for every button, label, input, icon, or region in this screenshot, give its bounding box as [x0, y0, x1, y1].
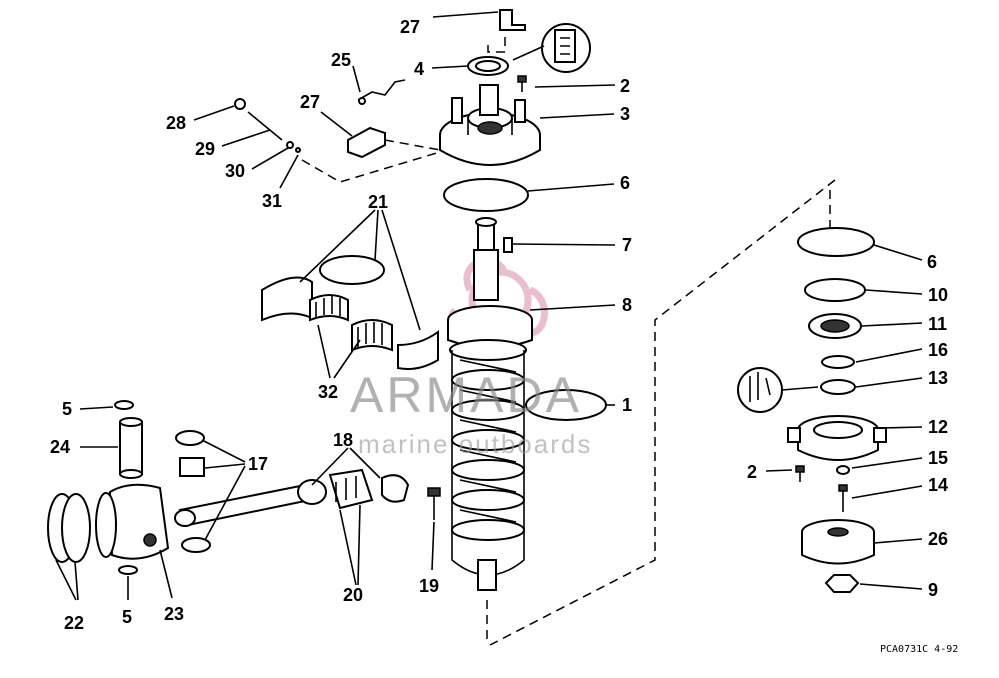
screw-part-14 [838, 484, 848, 512]
key-part-7 [503, 237, 513, 253]
clip-part-25 [357, 79, 406, 105]
label-25: 25 [331, 50, 351, 70]
label-14: 14 [928, 475, 948, 495]
label-3: 3 [620, 104, 630, 124]
label-8: 8 [622, 295, 632, 315]
label-5-top: 5 [62, 399, 72, 419]
label-24: 24 [50, 437, 70, 457]
label-11: 11 [928, 314, 947, 334]
label-16: 16 [928, 340, 948, 360]
retaining-ring-part-5-bottom [118, 565, 138, 575]
crankshaft [447, 217, 533, 640]
figure-code: PCA0731C 4-92 [880, 644, 958, 655]
retaining-ring-part-5-top [114, 400, 134, 410]
seal-part-4 [467, 56, 509, 76]
label-13: 13 [928, 368, 948, 388]
grease-gun-icon [737, 367, 783, 413]
rod-bolt-part-19 [427, 487, 441, 520]
needle-bearings-part-17 [175, 430, 211, 553]
bracket-part-27-top [487, 9, 526, 53]
washer-part-15 [836, 465, 850, 475]
rod-cap-parts-18-20 [328, 468, 410, 510]
seal-part-10 [804, 278, 866, 302]
piston-pin-part-24 [119, 417, 143, 479]
screw-assembly-28-31 [234, 98, 441, 183]
o-ring-part-6-top [443, 178, 529, 212]
nut-part-9 [824, 574, 860, 593]
ball-bearing-part-11 [808, 313, 862, 339]
label-27-left: 27 [300, 92, 320, 112]
bracket-part-27-left [347, 126, 441, 159]
watermark-brand: ARMADA [350, 367, 582, 423]
label-18: 18 [333, 430, 353, 450]
label-23: 23 [164, 604, 184, 624]
label-2-top: 2 [620, 76, 630, 96]
label-6-right: 6 [927, 252, 937, 272]
label-2-right: 2 [747, 462, 757, 482]
label-4: 4 [414, 59, 424, 79]
label-6-top: 6 [620, 173, 630, 193]
piston-rings-part-22 [47, 493, 91, 563]
label-22: 22 [64, 613, 84, 633]
bearing-halves-part-21 [261, 255, 439, 370]
screw-part-2-top [517, 75, 527, 92]
label-9: 9 [928, 580, 938, 600]
label-19: 19 [419, 576, 439, 596]
label-12: 12 [928, 417, 948, 437]
bearing-part-26 [801, 519, 875, 565]
label-29: 29 [195, 139, 215, 159]
upper-main-bearing-housing [439, 84, 541, 166]
label-21: 21 [368, 192, 388, 212]
retaining-ring-part-16 [821, 355, 855, 369]
label-32: 32 [318, 382, 338, 402]
label-28: 28 [166, 113, 186, 133]
screw-part-2-right [795, 465, 805, 482]
label-27-top: 27 [400, 17, 420, 37]
label-10: 10 [928, 285, 948, 305]
assembly-boundary [489, 179, 836, 646]
label-15: 15 [928, 448, 948, 468]
watermark-tagline: marine outboards [358, 429, 592, 459]
label-17: 17 [248, 454, 268, 474]
sealant-tube-icon [541, 23, 591, 73]
needle-bearing-part-32 [309, 294, 393, 352]
part-labels: 27 4 2 25 3 27 28 29 30 31 6 21 7 8 32 1… [50, 17, 948, 633]
label-1: 1 [622, 395, 632, 415]
connecting-rod [174, 479, 327, 527]
label-20: 20 [343, 585, 363, 605]
piston-part-23 [95, 483, 170, 560]
label-31: 31 [262, 191, 282, 211]
seal-part-13 [820, 379, 856, 395]
label-30: 30 [225, 161, 245, 181]
lower-bearing-housing-part-12 [787, 415, 887, 461]
leader-lines [55, 11, 923, 601]
o-ring-part-6-right [797, 227, 875, 257]
label-7: 7 [622, 235, 632, 255]
label-5-bottom: 5 [122, 607, 132, 627]
label-26: 26 [928, 529, 948, 549]
